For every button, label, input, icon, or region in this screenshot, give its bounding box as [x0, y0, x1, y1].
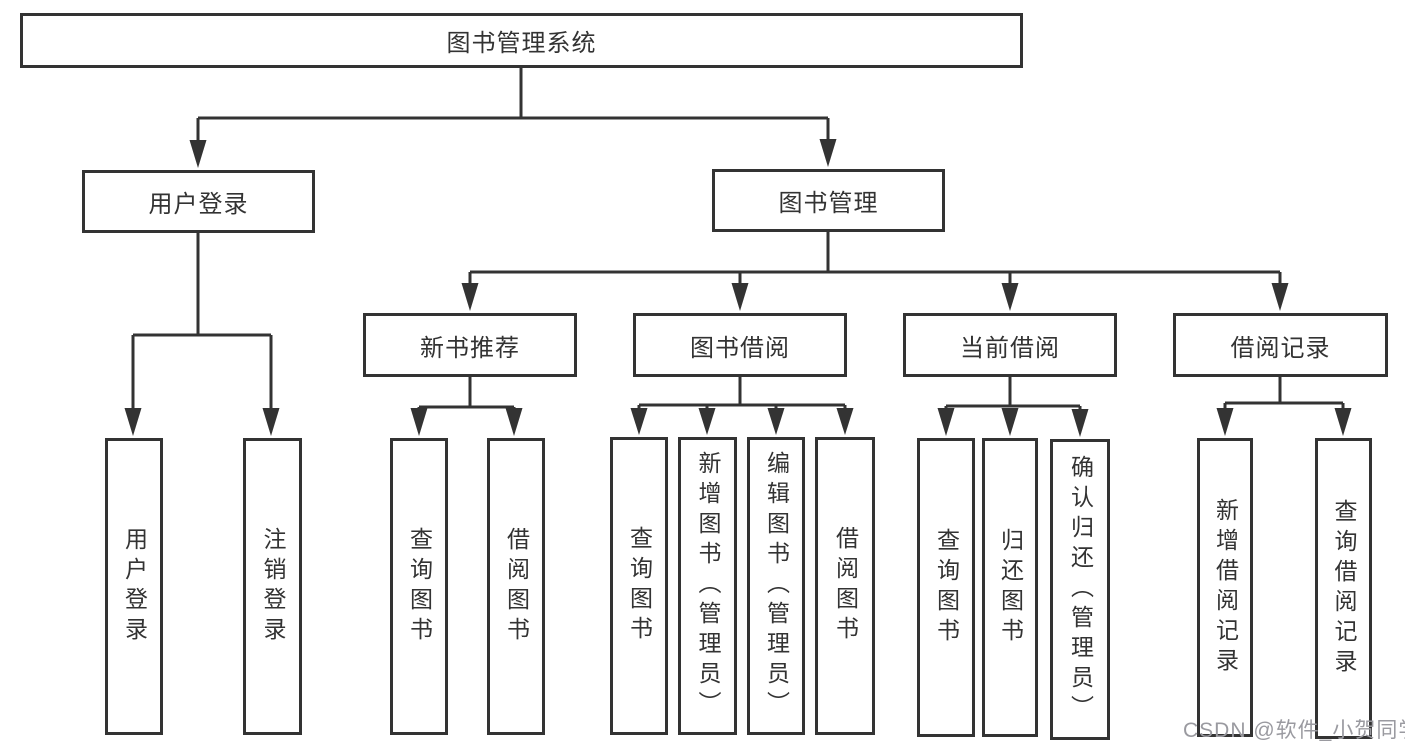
node-current-borrow: 当前借阅	[903, 313, 1117, 377]
leaf-recommend-borrow-books: 借阅图书	[487, 438, 545, 735]
leaf-borrow-add-books-admin: 新增图书（管理员）	[678, 437, 737, 735]
node-new-book-recommend: 新书推荐	[363, 313, 577, 377]
arrowhead-icons	[124, 139, 1352, 437]
node-borrow-records: 借阅记录	[1173, 313, 1388, 377]
leaf-records-query-borrow-record: 查询借阅记录	[1315, 438, 1372, 739]
node-root-system: 图书管理系统	[20, 13, 1023, 68]
leaf-borrow-query-books: 查询图书	[610, 437, 668, 735]
leaf-recommend-query-books: 查询图书	[390, 438, 448, 735]
leaf-borrow-edit-books-admin: 编辑图书（管理员）	[747, 437, 805, 735]
leaf-current-confirm-return-admin: 确认归还（管理员）	[1050, 439, 1110, 740]
node-book-borrow: 图书借阅	[633, 313, 847, 377]
csdn-watermark: CSDN @软件_小贺同学	[1183, 719, 1405, 742]
leaf-current-return-books: 归还图书	[982, 438, 1038, 737]
node-user-login-group: 用户登录	[82, 170, 315, 233]
leaf-current-query-books: 查询图书	[917, 438, 975, 737]
leaf-records-add-borrow-record: 新增借阅记录	[1197, 438, 1253, 737]
node-book-management-group: 图书管理	[712, 169, 945, 232]
leaf-borrow-take-books: 借阅图书	[815, 437, 875, 735]
leaf-user-login: 用户登录	[105, 438, 163, 735]
leaf-logout: 注销登录	[243, 438, 302, 735]
